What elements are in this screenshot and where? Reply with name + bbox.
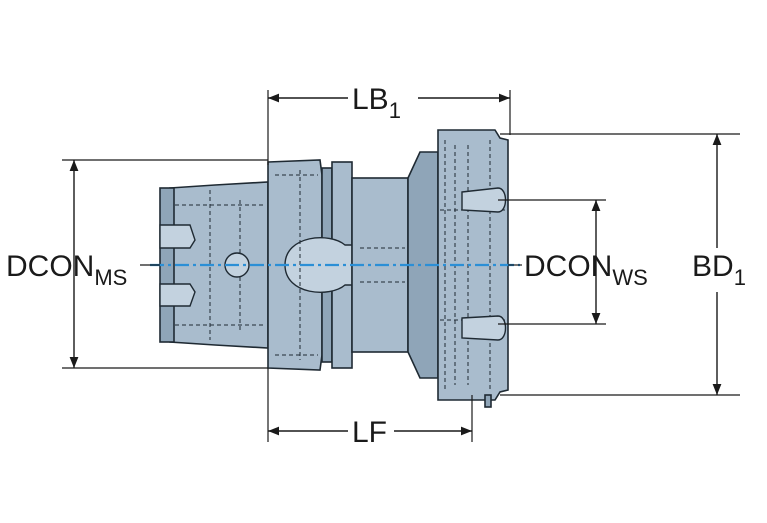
dimension-dcon-ws: DCONWS [498, 199, 648, 325]
dimension-lb1: LB1 [267, 83, 511, 165]
dimension-bd1: BD1 [500, 133, 746, 396]
dim-label-dcon-ms: DCONMS [6, 250, 127, 290]
dimension-dcon-ms: DCONMS [6, 159, 268, 369]
dim-label-lb1: LB1 [352, 83, 401, 123]
dim-label-lf: LF [352, 416, 387, 449]
dim-label-dcon-ws: DCONWS [524, 250, 648, 290]
head [437, 129, 509, 408]
dimension-lf: LF [267, 368, 473, 449]
dim-label-bd1: BD1 [692, 250, 746, 290]
tool-body [159, 129, 509, 408]
